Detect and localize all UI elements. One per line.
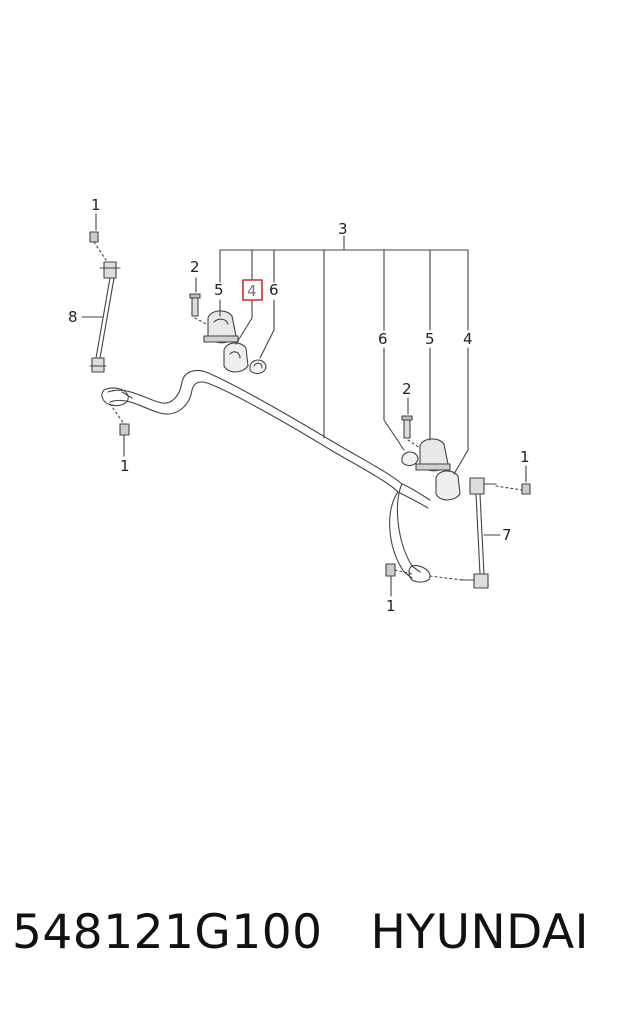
callout-2-left: 2 [190,258,200,276]
bolt-right [401,397,421,449]
callout-6-right: 6 [378,330,388,348]
part-caption: 548121G100 HYUNDAI [12,905,612,960]
part-number: 548121G100 [12,905,323,960]
callout-2-right: 2 [402,380,412,398]
callout-4-highlighted: 4 [247,282,257,300]
bushing-ring-left [249,359,267,375]
callout-1-right-top: 1 [520,448,530,466]
callout-1-left: 1 [120,457,130,475]
callout-5-left: 5 [214,281,224,299]
bolt-left [189,277,211,327]
nut-right-top [521,465,531,495]
callout-4-right: 4 [463,330,473,348]
callout-1-top: 1 [91,196,101,214]
callout-leaders [81,213,501,536]
clamp-bracket-right [415,438,451,472]
callout-5-right: 5 [425,330,435,348]
highlight-box [242,279,263,301]
stabilizer-link-left [89,261,121,373]
callout-6-left: 6 [269,281,279,299]
nut-left-bottom [109,403,130,457]
nut-left-top [89,231,107,261]
callout-1-bottom: 1 [386,597,396,615]
callout-8: 8 [68,308,78,326]
stabilizer-bar [101,369,431,583]
callout-3: 3 [338,220,348,238]
callout-7: 7 [502,526,512,544]
bushing-right [435,470,461,501]
clamp-bracket-left [203,310,239,344]
nut-right-bottom [385,563,413,597]
brand-name: HYUNDAI [370,905,590,960]
stabilizer-link-right [429,477,523,589]
bushing-ring-right [401,451,419,467]
bushing-left [223,342,249,373]
